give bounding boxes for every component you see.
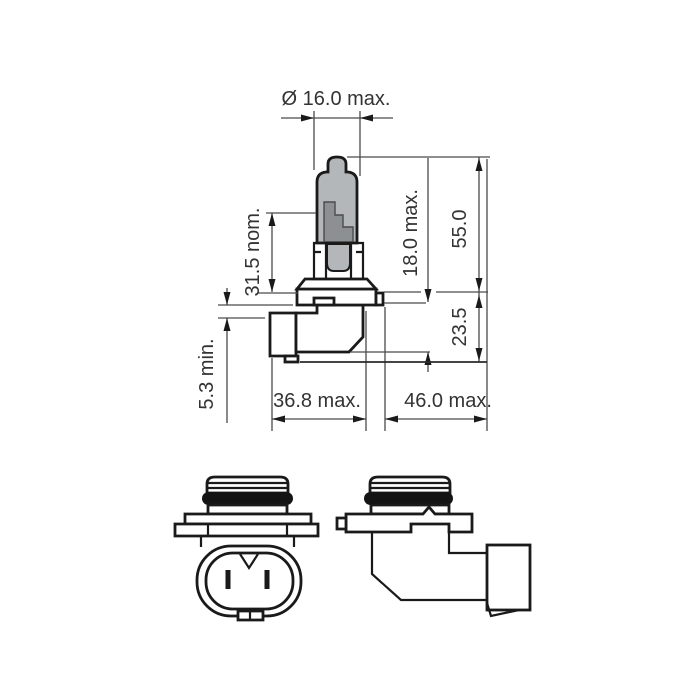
seal-o-ring bbox=[202, 492, 293, 505]
cap-ribbed bbox=[205, 475, 290, 495]
seal-o-ring bbox=[364, 492, 453, 505]
dimension-46-0: 46.0 max. bbox=[385, 390, 492, 423]
connector-housing bbox=[294, 303, 365, 354]
dimension-55-0: 55.0 bbox=[449, 157, 483, 362]
cap-ribbed bbox=[368, 475, 452, 495]
front-view-base bbox=[173, 475, 320, 622]
base-flange bbox=[294, 277, 385, 307]
dimension-lines bbox=[281, 111, 393, 176]
dimension-36-8: 36.8 max. bbox=[272, 390, 366, 423]
dim-label-glass-length: 18.0 max. bbox=[400, 189, 422, 277]
dim-label-length-nominal: 31.5 nom. bbox=[242, 208, 264, 297]
dimension-arrows bbox=[223, 292, 231, 331]
neck-sides bbox=[199, 536, 296, 547]
flange-notch bbox=[312, 296, 336, 307]
extension-lines bbox=[271, 156, 490, 431]
dimension-arrows bbox=[424, 289, 432, 365]
dim-label-overall-width: 46.0 max. bbox=[404, 390, 492, 412]
flange-right-step bbox=[374, 291, 385, 307]
dimension-lines bbox=[257, 212, 316, 294]
dimension-23-5: 23.5 bbox=[449, 295, 483, 361]
flange-left-tab bbox=[335, 516, 348, 531]
keying-notch bbox=[239, 553, 259, 571]
dimension-diameter: Ø 16.0 max. bbox=[281, 88, 393, 176]
flange-lower-slab-with-tabs bbox=[173, 522, 320, 538]
collar-trapezoid bbox=[294, 277, 380, 291]
flange-slab bbox=[295, 287, 378, 307]
dim-label-body-width: 36.8 max. bbox=[273, 390, 361, 412]
flange-tab-dividers bbox=[206, 524, 289, 536]
side-view-base bbox=[335, 475, 532, 618]
socket-flap bbox=[485, 602, 520, 618]
connector-oval-inner bbox=[204, 551, 295, 611]
cap-rib-lines bbox=[207, 481, 288, 490]
main-view-bulb-side: Ø 16.0 max. 31.5 nom. 5.3 min. 18.0 max.… bbox=[196, 88, 492, 431]
dim-label-diameter: Ø 16.0 max. bbox=[282, 88, 391, 110]
glass-pinch-seal bbox=[326, 243, 351, 272]
dim-label-overall-length: 55.0 bbox=[449, 210, 471, 249]
dim-label-base-depth: 23.5 bbox=[449, 308, 471, 347]
pinch-holder-frame bbox=[312, 241, 365, 281]
dimension-18-0: 18.0 max. bbox=[400, 158, 432, 372]
housing-outline bbox=[370, 532, 487, 602]
rear-socket bbox=[485, 543, 532, 612]
dim-label-offset-min: 5.3 min. bbox=[196, 338, 218, 409]
dimension-31-5: 31.5 nom. bbox=[242, 208, 316, 297]
glass-envelope bbox=[312, 155, 365, 281]
cap-rib-lines bbox=[370, 481, 450, 490]
dimension-5-3: 5.3 min. bbox=[196, 288, 293, 423]
connector-body-side bbox=[268, 303, 365, 364]
cable-entry-box bbox=[268, 311, 298, 358]
reference-lines bbox=[271, 156, 490, 431]
cable-entry-foot bbox=[283, 354, 300, 364]
pinch-holder-details bbox=[314, 243, 363, 279]
flange-upper-slab bbox=[183, 512, 313, 526]
flange-slab bbox=[344, 504, 474, 534]
